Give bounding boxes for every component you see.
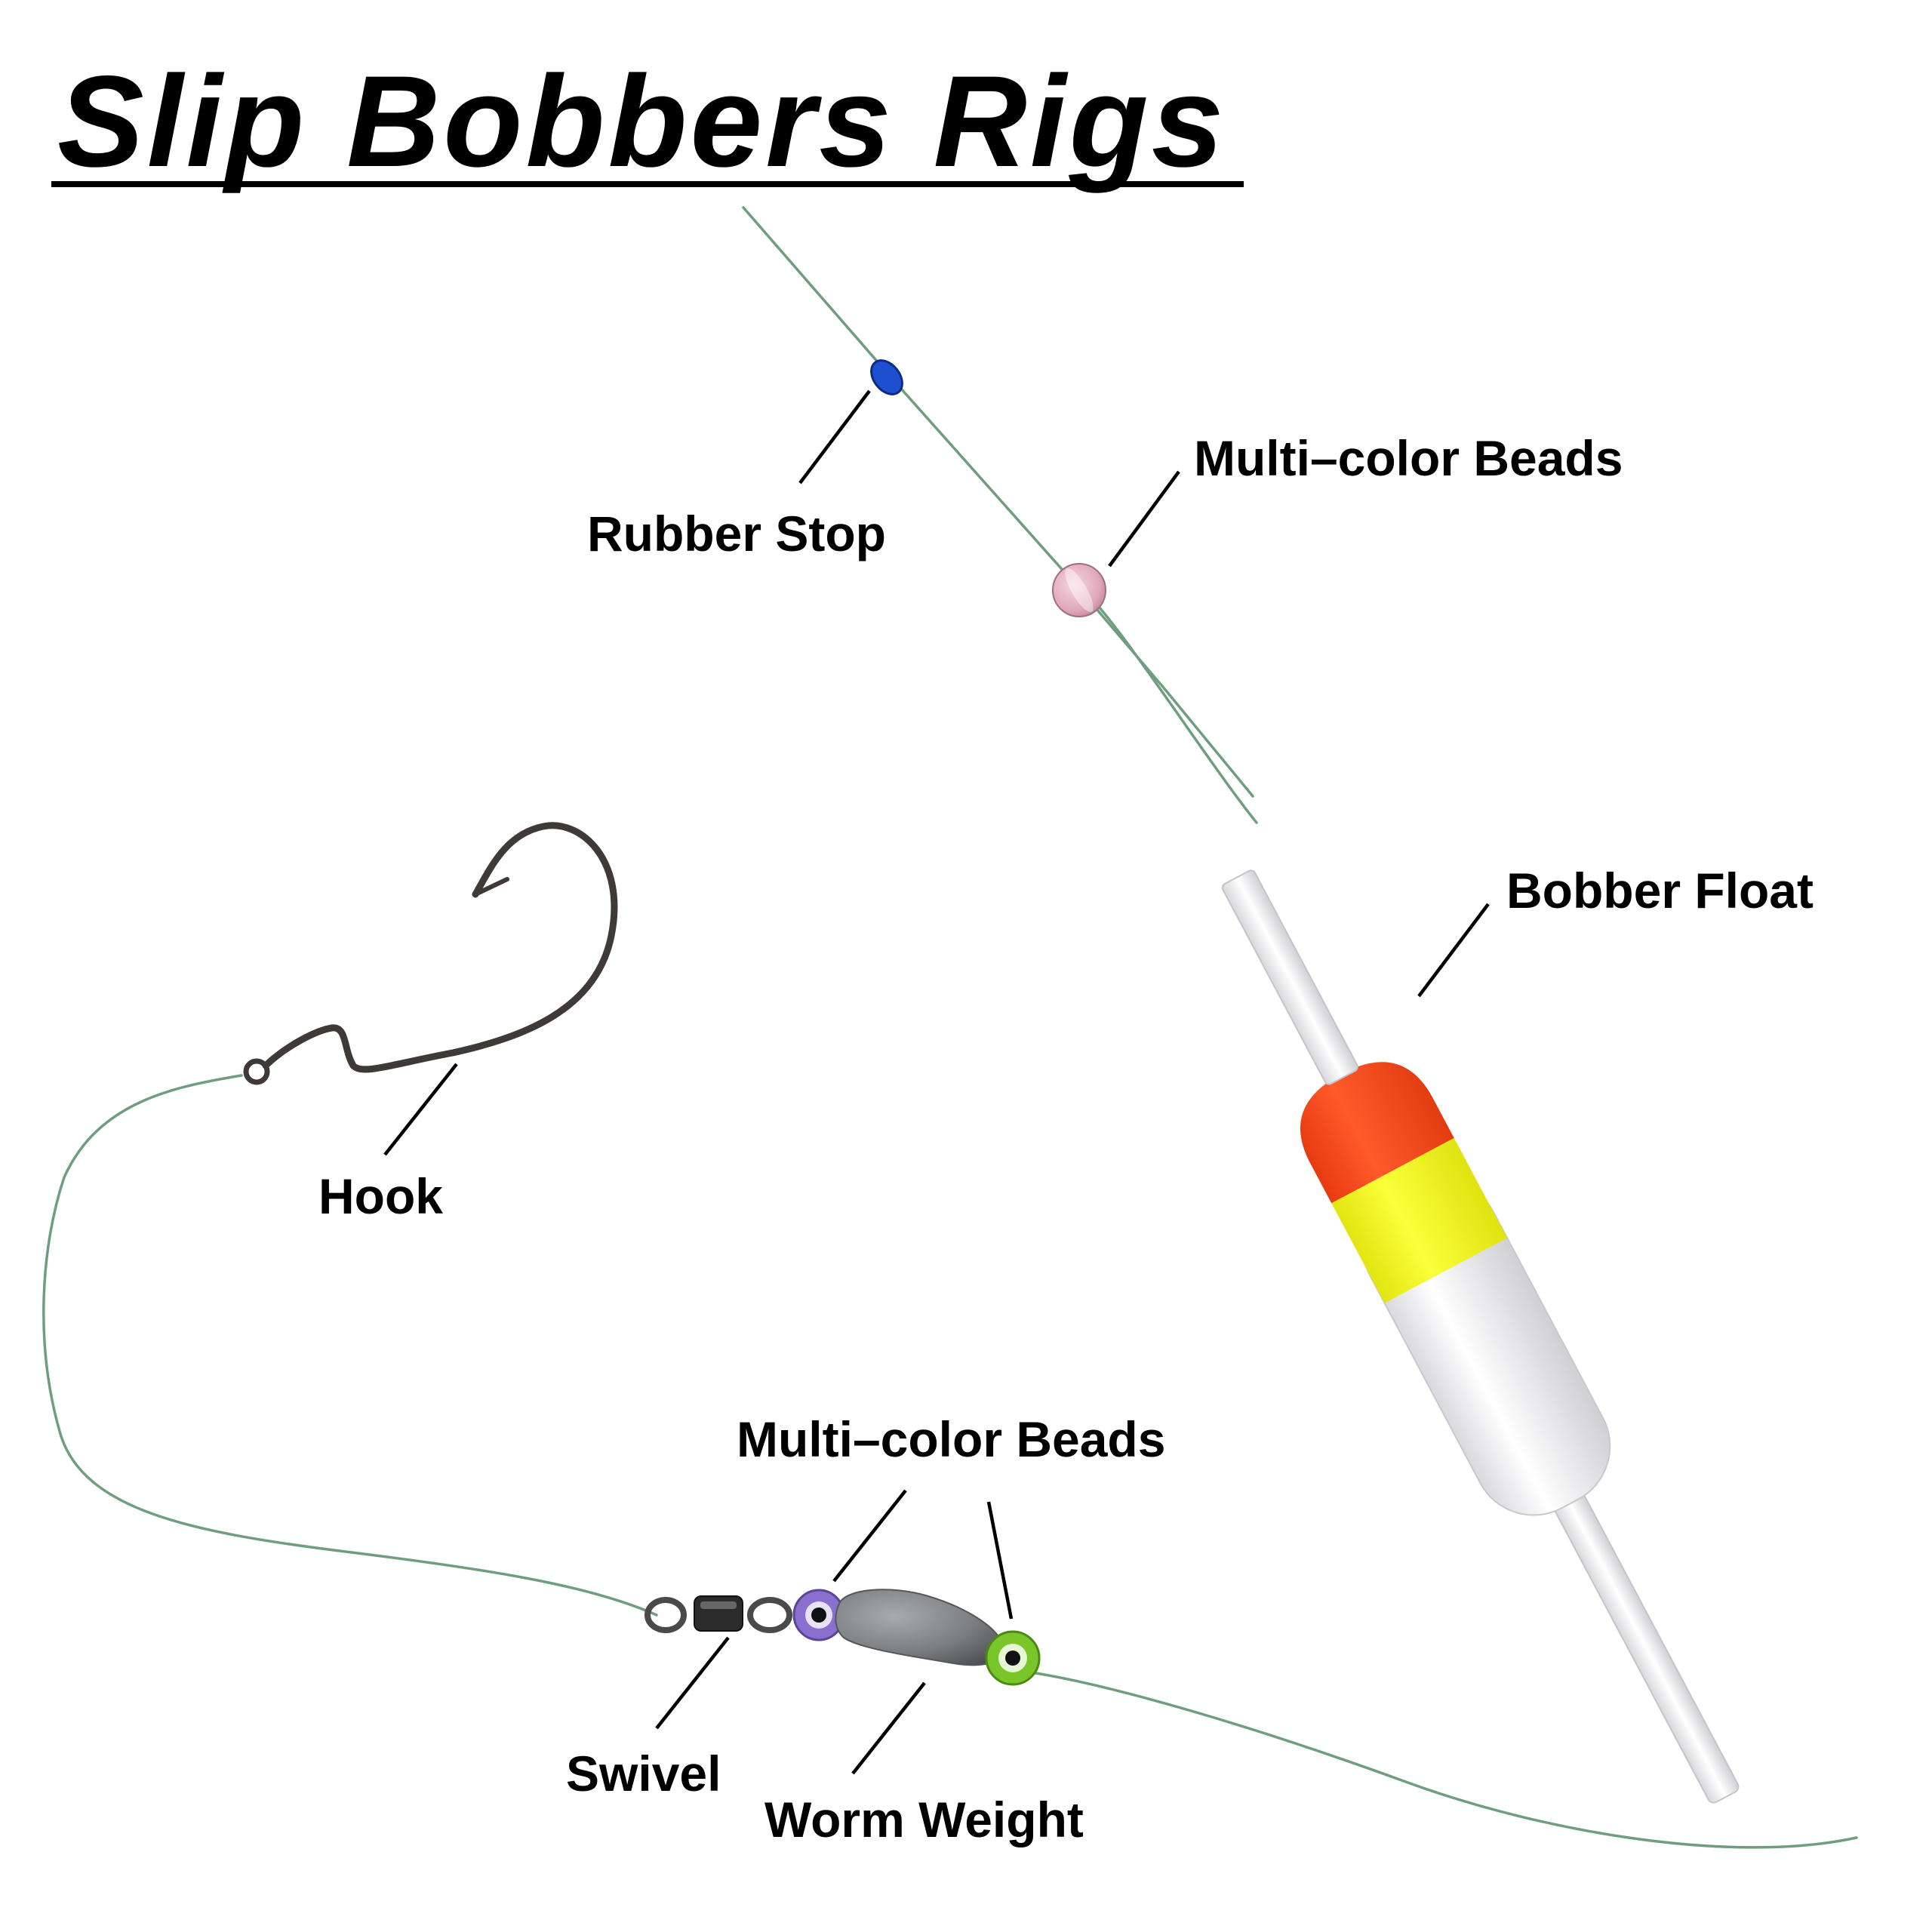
label-rubber-stop: Rubber Stop (587, 506, 886, 561)
bottom-bead-purple (792, 1589, 845, 1641)
float-band-yellow (1331, 1137, 1508, 1303)
swivel (645, 1595, 792, 1633)
label-top-multi-color-beads: Multi–color Beads (1194, 430, 1623, 486)
worm-weight (835, 1589, 1005, 1666)
label-bottom-multi-color-beads: Multi–color Beads (737, 1411, 1165, 1467)
label-hook: Hook (318, 1168, 443, 1224)
top-bead (1052, 563, 1106, 617)
float-upper-stem (1221, 869, 1358, 1085)
leader-swivel (655, 1636, 730, 1730)
bottom-bead-green (985, 1630, 1041, 1686)
float-cap-orange (1300, 1062, 1454, 1204)
leader-bottom-beads-purple (832, 1489, 907, 1583)
leader-bobber-float (1417, 903, 1490, 998)
label-swivel: Swivel (566, 1746, 721, 1801)
hook (243, 822, 618, 1085)
title-underline (51, 181, 1244, 187)
leader-worm-weight (851, 1681, 926, 1775)
leader-hook (383, 1063, 458, 1156)
label-bobber-float: Bobber Float (1506, 863, 1814, 918)
leader-rubber-stop (798, 389, 871, 485)
leader-top-beads (1108, 470, 1180, 568)
label-worm-weight: Worm Weight (764, 1792, 1084, 1847)
bobber-float (1221, 869, 1740, 1804)
leader-bottom-beads-green (986, 1501, 1014, 1620)
rubber-stop (870, 359, 903, 395)
page-title: Slip Bobbers Rigs (57, 49, 1226, 194)
